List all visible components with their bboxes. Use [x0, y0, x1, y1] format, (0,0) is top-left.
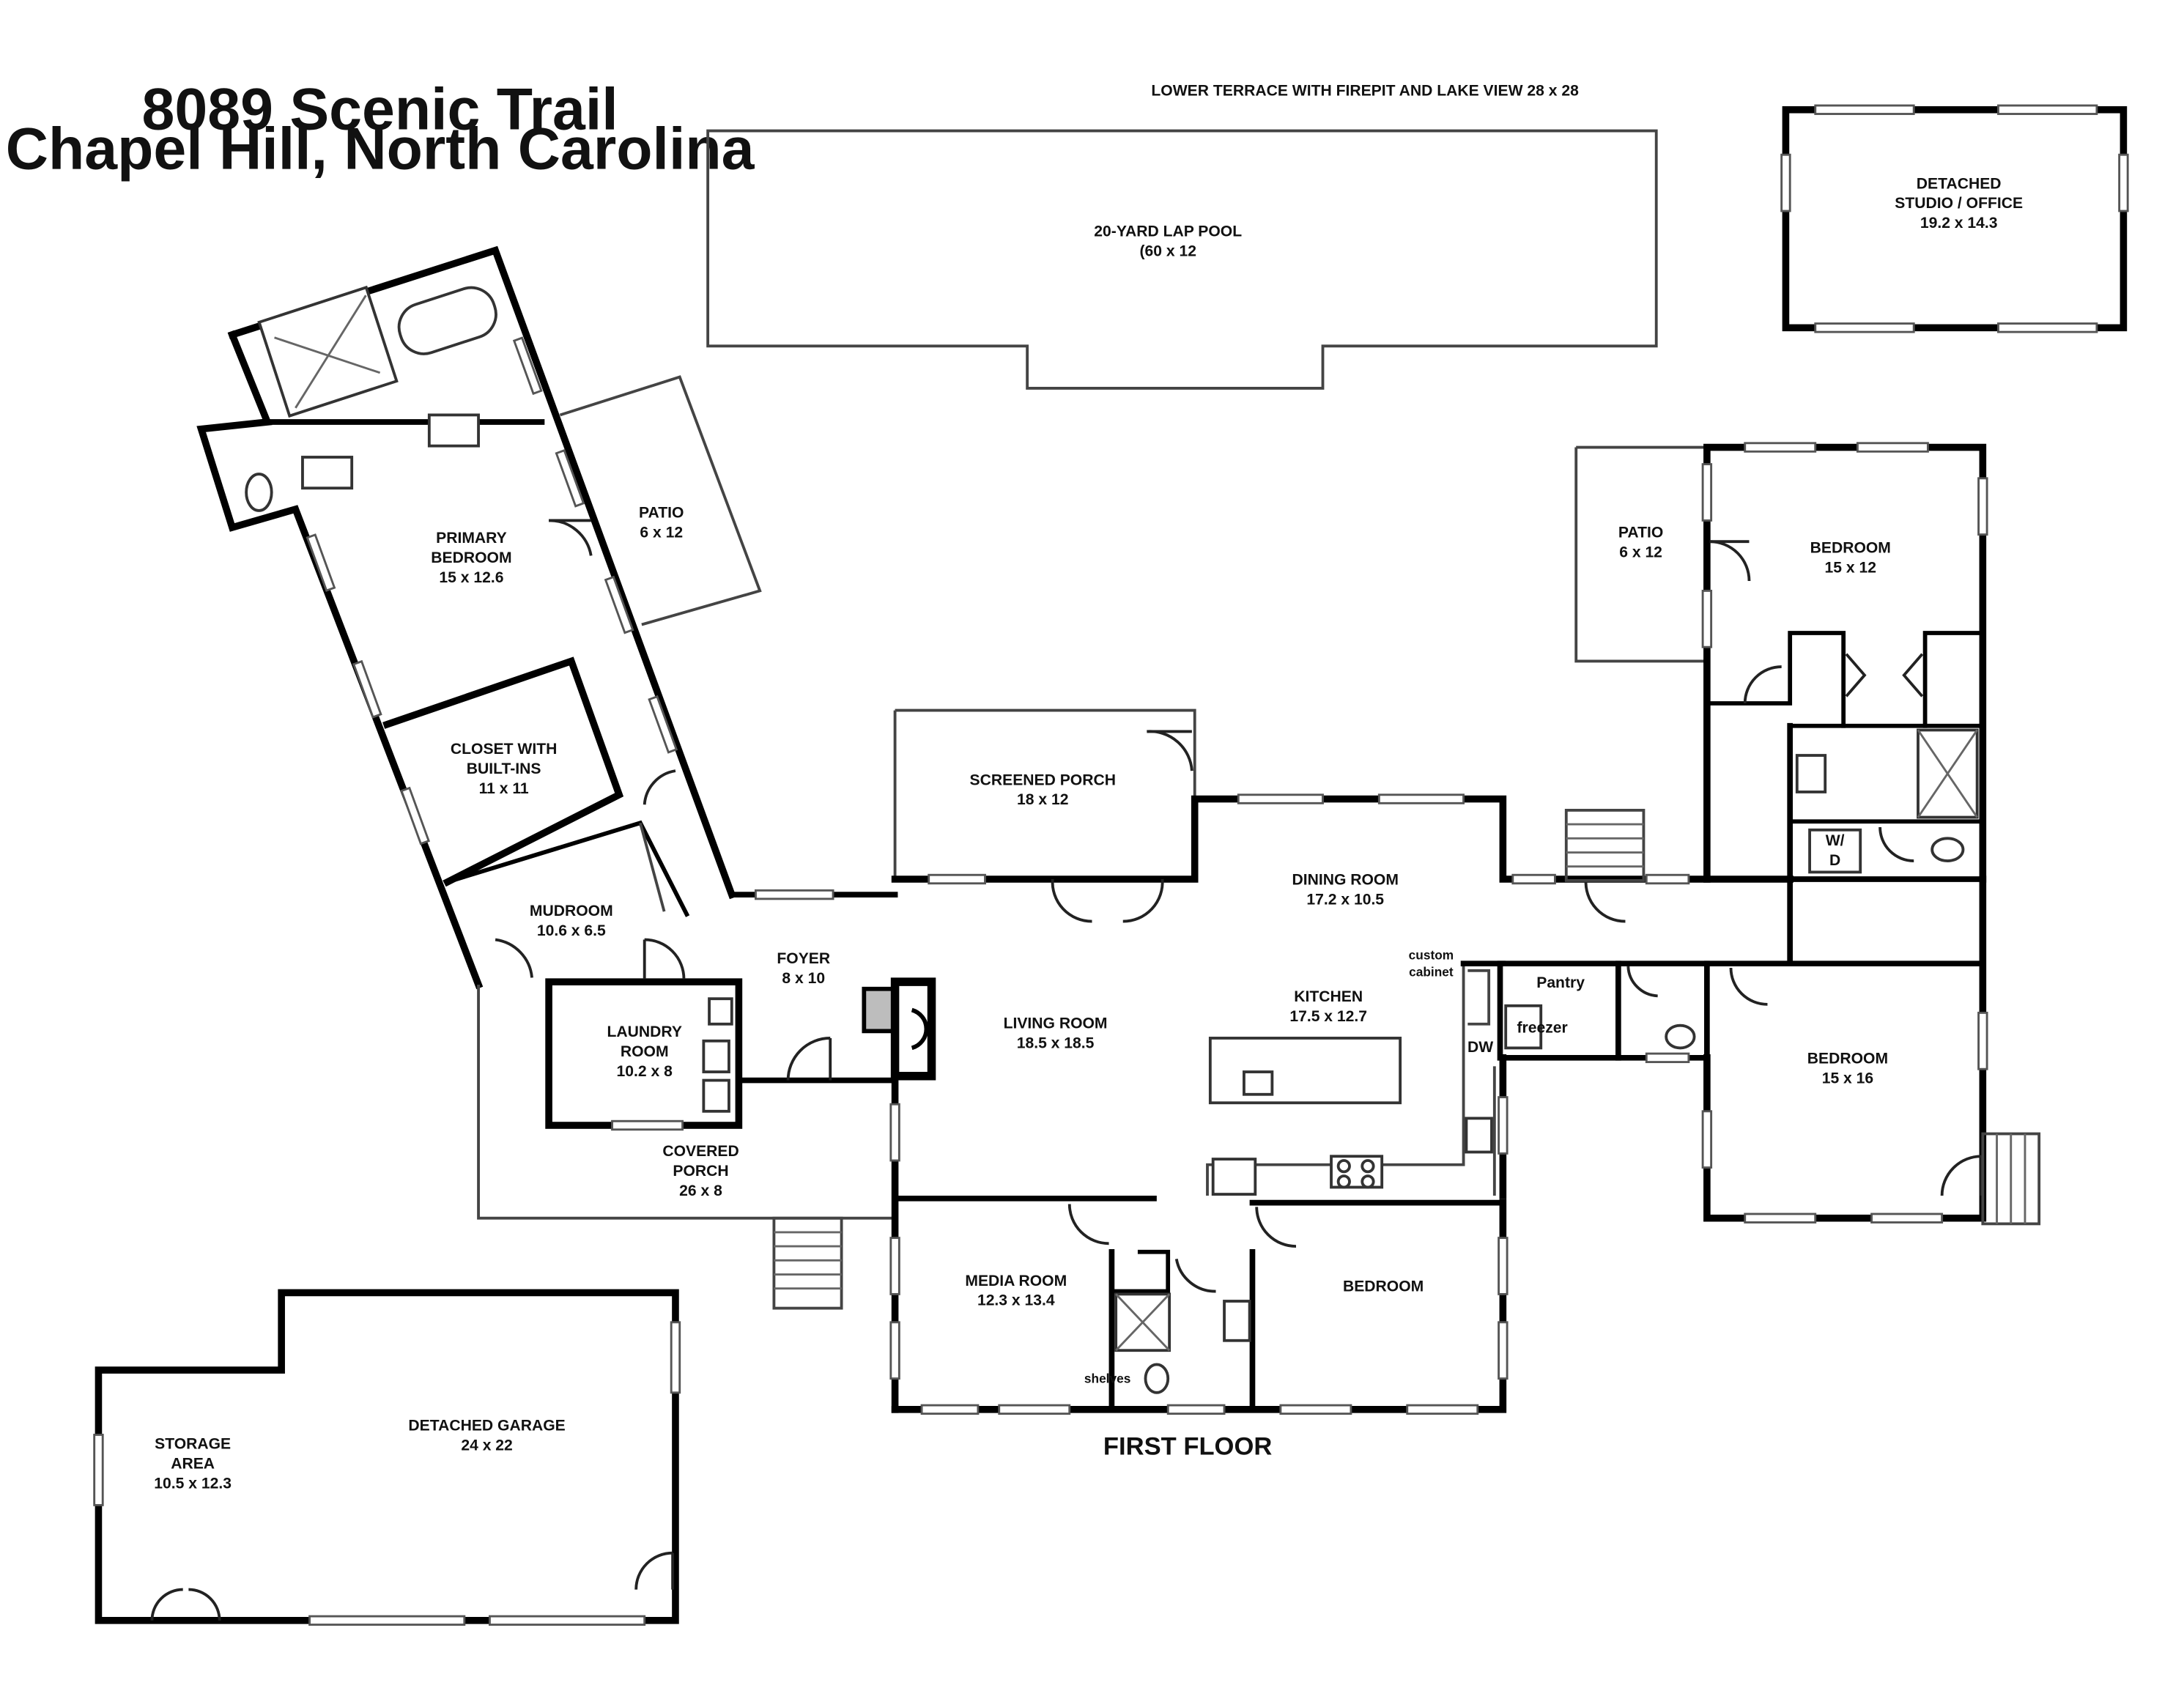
- top-right-bedroom-name: BEDROOM: [1810, 540, 1891, 557]
- media-dims: 12.3 x 13.4: [977, 1292, 1055, 1309]
- foyer-dims: 8 x 10: [782, 970, 825, 987]
- closet-dims: 11 x 11: [479, 780, 529, 797]
- covered-porch-dims: 26 x 8: [679, 1182, 722, 1199]
- custom-cabinet-line-1: custom: [1409, 947, 1454, 962]
- laundry-name-1: LAUNDRY: [607, 1023, 681, 1040]
- living-dims: 18.5 x 18.5: [1017, 1034, 1095, 1051]
- studio-dims: 19.2 x 14.3: [1920, 215, 1998, 232]
- top-right-bedroom-dims: 15 x 12: [1825, 559, 1876, 576]
- detached-studio: DETACHED STUDIO / OFFICE 19.2 x 14.3: [1780, 104, 2129, 333]
- address-line: 8089 Scenic Trail: [142, 77, 618, 143]
- custom-cabinet-line-2: cabinet: [1409, 964, 1454, 979]
- wd-line-1: W/: [1826, 832, 1845, 849]
- primary-bedroom-dims: 15 x 12.6: [439, 569, 503, 586]
- shelves-label: shelves: [1084, 1371, 1130, 1385]
- dining-dims: 17.2 x 10.5: [1306, 892, 1384, 908]
- right-bedroom-dims: 15 x 16: [1822, 1070, 1873, 1087]
- terrace-label: LOWER TERRACE WITH FIREPIT AND LAKE VIEW…: [1151, 83, 1579, 100]
- covered-porch: COVERED PORCH 26 x 8: [477, 985, 895, 1310]
- primary-wing: PRIMARY BEDROOM 15 x 12.6 CLOSET WITH BU…: [196, 245, 736, 990]
- foyer-name: FOYER: [777, 950, 830, 967]
- media-name: MEDIA ROOM: [965, 1273, 1067, 1289]
- patio-right-dims: 6 x 12: [1619, 544, 1662, 560]
- screened-porch-dims: 18 x 12: [1017, 791, 1068, 808]
- pantry-label: Pantry: [1536, 974, 1585, 991]
- detached-garage: STORAGE AREA 10.5 x 12.3 DETACHED GARAGE…: [93, 1289, 681, 1626]
- wd-line-2: D: [1829, 852, 1840, 869]
- patio-left: PATIO 6 x 12: [559, 375, 762, 626]
- closet-name-1: CLOSET WITH: [451, 741, 557, 758]
- patio-left-name: PATIO: [639, 505, 684, 522]
- right-bedroom-name: BEDROOM: [1807, 1051, 1888, 1067]
- mudroom-dims: 10.6 x 6.5: [537, 922, 606, 939]
- storage-name-2: AREA: [171, 1455, 215, 1472]
- primary-bedroom-name-2: BEDROOM: [431, 549, 511, 566]
- closet-name-2: BUILT-INS: [467, 760, 541, 777]
- studio-name-1: DETACHED: [1917, 175, 2002, 192]
- dining-name: DINING ROOM: [1292, 872, 1399, 889]
- studio-name-2: STUDIO / OFFICE: [1895, 195, 2023, 212]
- city-line: Chapel Hill, North Carolina: [6, 116, 755, 182]
- primary-bedroom-name-1: PRIMARY: [436, 530, 507, 547]
- garage-name: DETACHED GARAGE: [408, 1418, 565, 1435]
- mudroom-name: MUDROOM: [530, 903, 613, 919]
- laundry-room: LAUNDRY ROOM 10.2 x 8: [545, 938, 743, 1131]
- main-house: SCREENED PORCH 18 x 12 DINING ROOM 17.2 …: [889, 708, 1794, 1415]
- living-name: LIVING ROOM: [1004, 1015, 1108, 1032]
- laundry-dims: 10.2 x 8: [617, 1063, 673, 1080]
- covered-porch-name-2: PORCH: [673, 1163, 728, 1180]
- foyer: FOYER 8 x 10: [731, 889, 936, 1084]
- bottom-bedroom-name: BEDROOM: [1343, 1278, 1424, 1295]
- pool-dims: (60 x 12: [1139, 243, 1196, 259]
- floor-label: FIRST FLOOR: [1103, 1432, 1272, 1460]
- right-wing: PATIO 6 x 12 BEDROOM 15 x 12 W/ D: [1574, 442, 2041, 1226]
- patio-left-dims: 6 x 12: [640, 524, 683, 541]
- garage-dims: 24 x 22: [461, 1437, 512, 1454]
- freezer-label: freezer: [1517, 1019, 1568, 1036]
- kitchen-name: KITCHEN: [1294, 988, 1363, 1005]
- lap-pool: 20-YARD LAP POOL (60 x 12: [706, 129, 1658, 390]
- dw-label: DW: [1467, 1039, 1493, 1056]
- kitchen-dims: 17.5 x 12.7: [1289, 1008, 1367, 1025]
- covered-porch-name-1: COVERED: [662, 1143, 739, 1160]
- pool-name: 20-YARD LAP POOL: [1094, 223, 1242, 240]
- storage-dims: 10.5 x 12.3: [154, 1475, 232, 1492]
- patio-right-name: PATIO: [1618, 524, 1663, 541]
- screened-porch-name: SCREENED PORCH: [970, 771, 1116, 788]
- laundry-name-2: ROOM: [621, 1043, 669, 1060]
- mudroom: MUDROOM 10.6 x 6.5: [445, 820, 690, 978]
- title-block: 8089 Scenic Trail Chapel Hill, North Car…: [6, 77, 755, 182]
- storage-name-1: STORAGE: [155, 1436, 231, 1453]
